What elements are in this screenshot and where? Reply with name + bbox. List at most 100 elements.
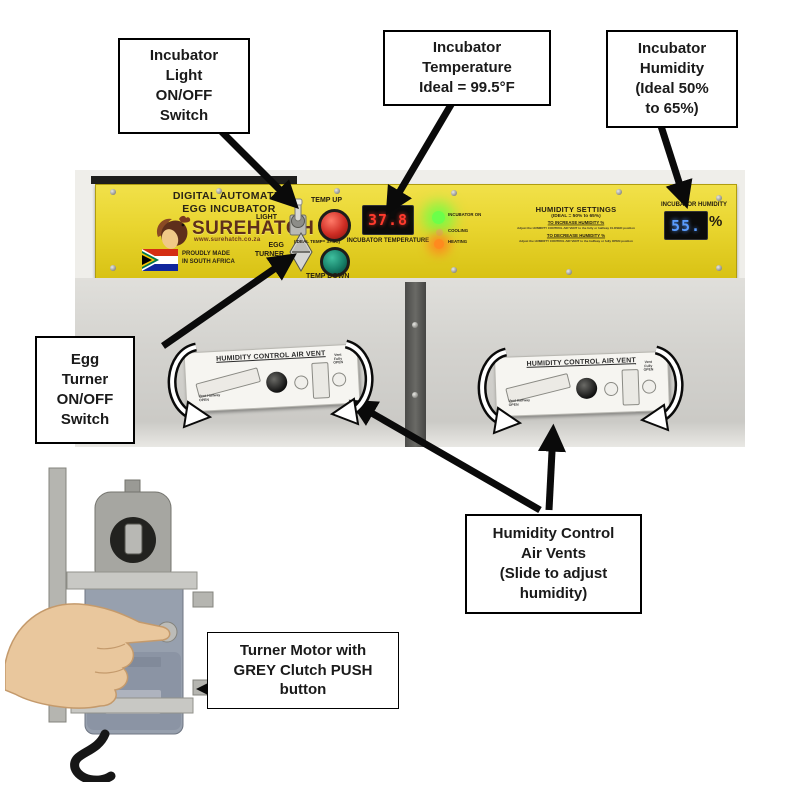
- vent-note-text: OPEN: [643, 368, 654, 372]
- screw: [451, 190, 457, 196]
- screw: [716, 195, 722, 201]
- south-africa-flag: [142, 249, 178, 271]
- callout-vents-line: Humidity Control: [492, 525, 615, 543]
- callout-humidity-line: Humidity: [639, 60, 705, 78]
- light-label: LIGHT: [256, 214, 277, 221]
- vent-note-right: Vent Fully OPEN: [643, 361, 653, 373]
- vent-hole: [603, 381, 619, 397]
- hinge-screw: [412, 392, 418, 398]
- callout-egg-turner-line: ON/OFF: [56, 391, 114, 408]
- callout-light: Incubator Light ON/OFF Switch: [118, 38, 250, 134]
- heating-led: [434, 239, 444, 249]
- egg-turner-label-line2: TURNER: [254, 251, 284, 259]
- vent-note-text: OPEN: [198, 398, 210, 403]
- made-in-line2: IN SOUTH AFRICA: [182, 258, 235, 265]
- vent-slider-vertical: [311, 362, 331, 399]
- vent-note-left: Vent Halfway OPEN: [199, 394, 221, 403]
- callout-humidity-line: to 65%): [645, 99, 699, 117]
- callout-temperature-line: Incubator: [432, 39, 502, 57]
- callout-temperature: Incubator Temperature Ideal = 99.5°F: [383, 30, 551, 106]
- callout-vents: Humidity Control Air Vents (Slide to adj…: [465, 514, 642, 614]
- callout-egg-turner-line: Turner: [61, 371, 109, 389]
- screw: [451, 267, 457, 273]
- callout-motor-line: Turner Motor with: [239, 641, 367, 659]
- callout-vents-line: Air Vents: [520, 545, 587, 563]
- humidity-unit: %: [709, 213, 723, 230]
- screw: [216, 188, 222, 194]
- humidity-vent-left[interactable]: HUMIDITY CONTROL AIR VENT Vent Halfway O…: [183, 343, 361, 413]
- cooling-led: [436, 229, 443, 236]
- vent-note-text: OPEN: [508, 403, 519, 407]
- humidity-display: 55.: [664, 211, 708, 240]
- screw: [110, 189, 116, 195]
- humidity-settings-subtitle: (IDEAL = 50% to 65%): [551, 214, 601, 219]
- humidity-decrease-note: Adjust the HUMIDITY CONTROL AIR VENT to …: [519, 240, 633, 244]
- screw: [566, 269, 572, 275]
- led-label-cooling: COOLING: [448, 229, 469, 234]
- egg-turner-switch[interactable]: [289, 231, 313, 273]
- temp-down-label: TEMP DOWN: [306, 273, 350, 280]
- temp-up-button[interactable]: [318, 209, 351, 242]
- callout-vents-line: humidity): [519, 584, 588, 602]
- brand-url: www.surehatch.co.za: [194, 237, 261, 243]
- humidity-settings-block: HUMIDITY SETTINGS (IDEAL = 50% to 65%) T…: [492, 205, 660, 247]
- vent-title: HUMIDITY CONTROL AIR VENT: [216, 350, 326, 363]
- callout-light-line: ON/OFF: [155, 87, 213, 104]
- made-in-line1: PROUDLY MADE: [182, 251, 231, 257]
- vent-knob[interactable]: [575, 377, 598, 400]
- callout-light-line: Switch: [159, 106, 209, 124]
- callout-light-line: Incubator: [149, 47, 219, 65]
- humidity-decrease-label: TO DECREASE HUMIDITY %: [546, 234, 606, 239]
- humidity-value: 55.: [670, 216, 702, 235]
- hinge-screw: [412, 322, 418, 328]
- vent-note-right: Vent Fully OPEN: [333, 353, 343, 365]
- panel-title-line2: EGG INCUBATOR: [182, 203, 276, 216]
- callout-motor-line: button: [279, 681, 327, 699]
- vent-title: HUMIDITY CONTROL AIR VENT: [526, 357, 637, 368]
- callout-egg-turner: Egg Turner ON/OFF Switch: [35, 336, 135, 444]
- turner-motor-photo: [5, 452, 220, 782]
- humidity-increase-note: Adjust the HUMIDITY CONTROL AIR VENT to …: [517, 227, 635, 230]
- callout-humidity: Incubator Humidity (Ideal 50% to 65%): [606, 30, 738, 128]
- callout-vents-line: (Slide to adjust: [499, 565, 608, 582]
- screw: [334, 188, 340, 194]
- incubator-photo: DIGITAL AUTOMATIC EGG INCUBATOR SUREHATC…: [75, 170, 745, 447]
- callout-motor: Turner Motor with GREY Clutch PUSH butto…: [207, 632, 399, 709]
- power-cable: [70, 729, 116, 782]
- vent-hole: [331, 372, 347, 387]
- temperature-display: 37.8: [362, 205, 414, 235]
- incubator-on-led: [432, 211, 445, 224]
- led-label-incubator-on: INCUBATOR ON: [448, 213, 482, 218]
- humidity-increase-label: TO INCREASE HUMIDITY %: [547, 221, 605, 226]
- surehatch-rooster-logo: [156, 215, 191, 249]
- screw: [110, 265, 116, 271]
- screw: [616, 189, 622, 195]
- panel-top-shadow: [91, 176, 297, 184]
- callout-temperature-line: Ideal = 99.5°F: [419, 78, 515, 96]
- callout-egg-turner-line: Switch: [60, 410, 110, 428]
- vent-note-left: Vent Halfway OPEN: [508, 399, 530, 407]
- callout-egg-turner-line: Egg: [70, 351, 100, 369]
- callout-humidity-line: (Ideal 50%: [635, 80, 709, 97]
- callout-temperature-line: Temperature: [422, 59, 512, 77]
- humidity-display-label: INCUBATOR HUMIDITY: [660, 202, 728, 208]
- humidity-vent-right[interactable]: HUMIDITY CONTROL AIR VENT Vent Halfway O…: [494, 350, 670, 418]
- pointing-hand: [5, 603, 171, 709]
- humidity-settings-title: HUMIDITY SETTINGS: [535, 205, 617, 214]
- callout-light-line: Light: [165, 67, 203, 85]
- temperature-value: 37.8: [367, 211, 409, 229]
- vent-hole: [293, 375, 309, 390]
- callout-humidity-line: Incubator: [637, 40, 707, 58]
- made-in-label: PROUDLY MADE IN SOUTH AFRICA: [182, 251, 235, 267]
- egg-turner-label: EGG TURNER: [248, 241, 284, 259]
- brand-name: SUREHATCH: [192, 218, 315, 239]
- screw: [716, 265, 722, 271]
- vent-knob[interactable]: [265, 371, 288, 394]
- callout-motor-line: GREY Clutch PUSH: [233, 661, 373, 679]
- vent-note-text: OPEN: [333, 360, 344, 365]
- vent-hole: [641, 379, 657, 394]
- ideal-temp-note: (IDEAL TEMP= 37.5C): [294, 240, 341, 245]
- egg-turner-label-line1: EGG: [268, 242, 284, 249]
- temp-down-button[interactable]: [320, 247, 350, 277]
